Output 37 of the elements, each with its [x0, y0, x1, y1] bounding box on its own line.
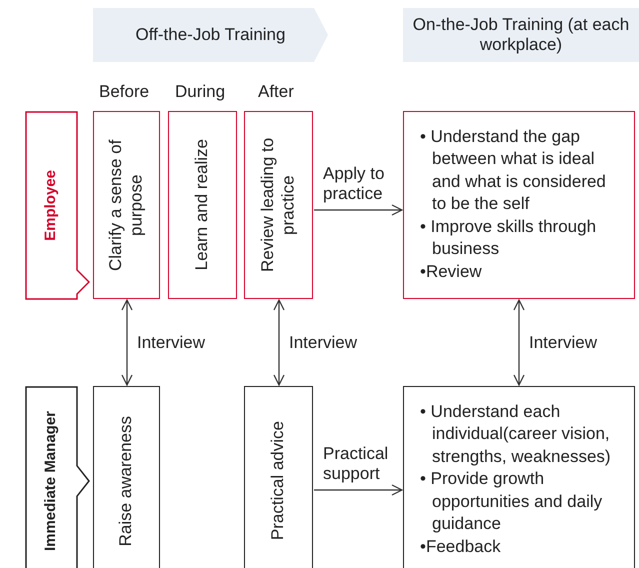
edge-label: Interview	[137, 332, 206, 353]
arrow	[314, 204, 403, 216]
process-box	[403, 111, 635, 299]
role-label: Immediate Manager	[42, 410, 60, 552]
band-title: On-the-Job Training (at each workplace)	[412, 14, 630, 56]
arrow	[513, 299, 525, 386]
box-text: Learn and realize	[192, 139, 212, 271]
list-item: • Understand each individual(career vision, strengths, weaknesses)	[420, 401, 612, 468]
process-box	[244, 111, 313, 299]
box-text: Clarify a sense of purpose	[106, 138, 146, 273]
process-box	[168, 111, 237, 299]
arrow	[121, 299, 133, 386]
list-item: •Feedback	[420, 536, 502, 558]
box-text: Review leading to practice	[258, 136, 298, 274]
role-tag	[25, 386, 90, 568]
process-box	[403, 386, 635, 568]
process-box	[93, 386, 160, 568]
arrow	[314, 484, 403, 496]
list-item: • Improve skills through business	[420, 216, 598, 260]
edge-label: Practical support	[323, 444, 390, 485]
column-heading: During	[175, 82, 226, 102]
box-text: Practical advice	[268, 421, 288, 541]
column-heading: Before	[99, 82, 150, 102]
process-box	[93, 111, 160, 299]
list-item: • Provide growth opportunities and daily guidance	[420, 468, 604, 536]
column-heading: After	[258, 82, 294, 102]
band-title: Off-the-Job Training	[136, 24, 286, 46]
edge-label: Apply to practice	[323, 164, 386, 205]
list-item: • Understand the gap between what is ideal and what is considered to be the self	[420, 126, 607, 216]
role-tag	[25, 111, 90, 300]
role-label: Employee	[42, 170, 60, 241]
list-item: •Review	[420, 260, 483, 283]
process-box	[244, 386, 313, 568]
arrow	[273, 299, 285, 386]
edge-label: Interview	[529, 332, 598, 353]
box-text: Raise awareness	[116, 416, 136, 546]
edge-label: Interview	[289, 332, 358, 353]
